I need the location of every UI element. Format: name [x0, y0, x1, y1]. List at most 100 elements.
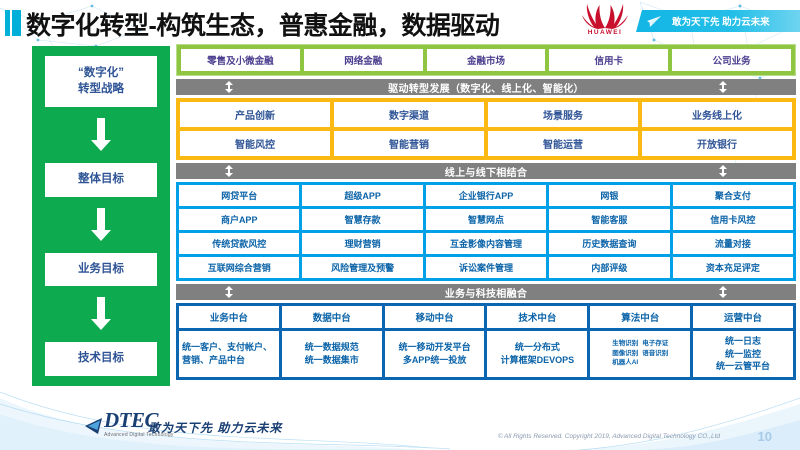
platform-body: 统一移动开发平台 多APP统一投放	[384, 331, 485, 377]
capability-item[interactable]: 场景服务	[488, 102, 638, 127]
blue-row: 传统贷款风控 理财营销 互金影像内容管理 历史数据查询 流量对接	[179, 233, 794, 254]
business-line-item[interactable]: 零售及小微金融	[181, 49, 300, 71]
business-line-item[interactable]: 公司业务	[672, 49, 791, 71]
application-item[interactable]: 资本充足评定	[672, 257, 794, 278]
capability-item[interactable]: 产品创新	[180, 102, 330, 127]
huawei-logo: HUAWEI	[578, 2, 632, 40]
platform-body: 统一分布式 计算框架DEVOPS	[487, 331, 588, 377]
cloud-slogan-banner: 敢为天下先 助力云未来	[636, 10, 800, 32]
platform-body: 统一数据规范 统一数据集市	[281, 331, 382, 377]
double-arrow-icon	[719, 286, 727, 298]
arrow-down-icon	[91, 118, 111, 152]
application-item[interactable]: 网银	[549, 185, 670, 206]
application-item[interactable]: 智能客服	[549, 209, 670, 230]
application-item[interactable]: 智慧存款	[302, 209, 423, 230]
application-item[interactable]: 网贷平台	[179, 185, 300, 206]
drive-transformation-bar: 驱动转型发展（数字化、线上化、智能化）	[176, 79, 796, 95]
platform-line: 统一移动开发平台	[398, 342, 471, 353]
platform-body: 统一日志 统一监控 统一云管平台	[693, 331, 793, 377]
platform-header[interactable]: 移动中台	[384, 306, 485, 328]
fusion-bar-label: 业务与科技相融合	[444, 288, 528, 300]
algorithm-tag: 生物识别	[612, 339, 639, 347]
algorithm-tag: 机器人AI	[612, 359, 639, 367]
platform-header[interactable]: 算法中台	[590, 306, 691, 328]
drive-bar-label: 驱动转型发展（数字化、线上化、智能化）	[388, 83, 584, 95]
platform-body: 统一客户、支付帐户、营销、产品中台	[179, 331, 279, 377]
banner-slogan: 敢为天下先 助力云未来	[672, 17, 770, 28]
title-accent-bar	[5, 10, 21, 36]
capability-item[interactable]: 数字渠道	[334, 102, 484, 127]
application-item[interactable]: 理财营销	[302, 233, 423, 254]
double-arrow-icon	[719, 165, 727, 177]
business-line-item[interactable]: 信用卡	[549, 49, 669, 71]
application-item[interactable]: 流量对接	[672, 233, 794, 254]
sidebar-item-tech-goal[interactable]: 技术目标	[45, 342, 157, 376]
algorithm-tag: 图像识别	[612, 349, 639, 357]
footer-slogan: 敢为天下先 助力云未来	[148, 421, 283, 435]
double-arrow-icon	[225, 286, 233, 298]
application-item[interactable]: 内部评级	[549, 257, 670, 278]
platform-column-operations: 运营中台 统一日志 统一监控 统一云管平台	[693, 306, 793, 377]
sidebar-arrow-3	[89, 286, 113, 342]
huawei-wordmark: HUAWEI	[587, 29, 623, 36]
sidebar-item-label: 技术目标	[78, 352, 124, 365]
page-title: 数字化转型-构筑生态，普惠金融，数据驱动	[26, 12, 500, 40]
middle-platform-section: 业务中台 统一客户、支付帐户、营销、产品中台 数据中台 统一数据规范 统一数据集…	[176, 303, 796, 380]
platform-header[interactable]: 业务中台	[179, 306, 279, 328]
sidebar-item-business-goal[interactable]: 业务目标	[45, 252, 157, 287]
application-item[interactable]: 聚合支付	[672, 185, 794, 206]
capability-item[interactable]: 开放银行	[642, 131, 792, 156]
application-item[interactable]: 超级APP	[302, 185, 423, 206]
application-item[interactable]: 互金影像内容管理	[425, 233, 547, 254]
copyright-text: © All Rights Reserved. Copyright 2019, A…	[497, 433, 720, 440]
blue-row: 商户APP 智慧存款 智慧网点 智能客服 信用卡风控	[179, 209, 794, 230]
double-arrow-icon	[225, 81, 233, 93]
slide-header: 数字化转型-构筑生态，普惠金融，数据驱动 HUAWEI 敢为天下先 助力云未来	[0, 0, 800, 42]
platform-column-mobile: 移动中台 统一移动开发平台 多APP统一投放	[384, 306, 485, 377]
online-offline-bar: 线上与线下相结合	[176, 163, 796, 179]
platform-header[interactable]: 数据中台	[281, 306, 382, 328]
application-item[interactable]: 传统贷款风控	[179, 233, 300, 254]
blue-row: 互联网综合营销 风险管理及预警 诉讼案件管理 内部评级 资本充足评定	[179, 257, 794, 278]
sidebar-arrow-1	[89, 107, 113, 163]
application-item[interactable]: 历史数据查询	[549, 233, 670, 254]
sidebar-item-label: 业务目标	[78, 262, 124, 275]
application-item[interactable]: 信用卡风控	[672, 209, 794, 230]
capability-item[interactable]: 智能风控	[180, 131, 330, 156]
page-number: 10	[757, 429, 772, 444]
sidebar-item-strategy[interactable]: “数字化”转型战略	[45, 56, 157, 108]
application-item[interactable]: 风险管理及预警	[302, 257, 423, 278]
sidebar-item-label: 整体目标	[78, 173, 124, 186]
platform-body: 生物识别 电子存证 图像识别 语音识别 机器人AI	[590, 331, 691, 377]
platform-column-business: 业务中台 统一客户、支付帐户、营销、产品中台	[179, 306, 279, 377]
capability-item[interactable]: 智能营销	[334, 131, 484, 156]
capability-item[interactable]: 业务线上化	[642, 102, 792, 127]
platform-column-tech: 技术中台 统一分布式 计算框架DEVOPS	[487, 306, 588, 377]
platform-header[interactable]: 技术中台	[487, 306, 588, 328]
business-line-item[interactable]: 网络金融	[303, 49, 423, 71]
application-item[interactable]: 诉讼案件管理	[425, 257, 547, 278]
sidebar-item-overall-goal[interactable]: 整体目标	[45, 163, 157, 197]
online-offline-label: 线上与线下相结合	[444, 167, 528, 179]
orange-row: 产品创新 数字渠道 场景服务 业务线上化	[180, 102, 792, 127]
algorithm-tag-grid: 生物识别 电子存证 图像识别 语音识别 机器人AI	[612, 340, 668, 368]
sidebar-item-label: “数字化”转型战略	[78, 67, 124, 95]
capability-item[interactable]: 智能运营	[488, 131, 638, 156]
platform-line: 统一数据规范	[304, 342, 359, 353]
business-lines-band: 零售及小微金融 网络金融 金融市场 信用卡 公司业务	[176, 44, 796, 76]
strategy-sidebar: “数字化”转型战略 整体目标 业务目标 技术目标	[32, 46, 170, 386]
platform-line: 统一客户、支付帐户、营销、产品中台	[182, 342, 273, 365]
application-item[interactable]: 企业银行APP	[425, 185, 547, 206]
business-line-item[interactable]: 金融市场	[426, 49, 546, 71]
arrow-down-icon	[91, 297, 111, 331]
platform-line: 统一监控	[725, 348, 762, 359]
huawei-flower-icon	[582, 4, 628, 29]
sidebar-arrow-2	[89, 197, 113, 253]
dtec-triangle-icon	[85, 418, 102, 434]
platform-header[interactable]: 运营中台	[693, 306, 793, 328]
application-item[interactable]: 商户APP	[179, 209, 300, 230]
application-item[interactable]: 智慧网点	[425, 209, 547, 230]
application-item[interactable]: 互联网综合营销	[179, 257, 300, 278]
algorithm-tag: 语音识别	[642, 349, 669, 357]
